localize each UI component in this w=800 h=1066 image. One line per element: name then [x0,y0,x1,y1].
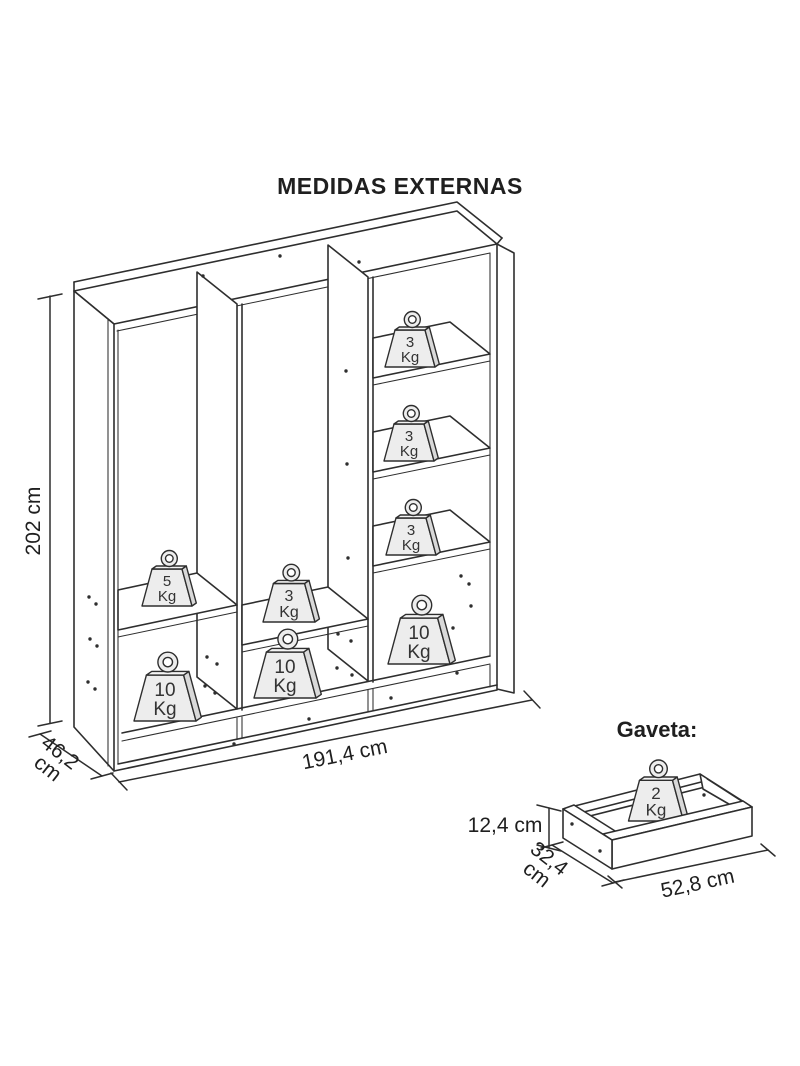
wardrobe-height-label: 202 cm [22,487,45,556]
svg-text:Kg: Kg [153,699,176,720]
drill-hole-dots [86,254,473,746]
drawer-drawing: Gaveta: 2 Kg 12,4 cm [468,717,776,903]
wardrobe-right-panel [496,243,515,694]
wardrobe-top-rail [73,201,503,292]
svg-text:Kg: Kg [646,801,667,820]
weight-5kg-icon: 5 Kg [142,551,196,607]
svg-text:Kg: Kg [402,537,420,554]
drawer-heading: Gaveta: [617,717,698,742]
weight-10kg-icon: 10 Kg [388,595,455,664]
weight-3kg-icon: 3 Kg [384,406,438,462]
wardrobe-partition-left [196,271,243,711]
drawer-left-outer-face [562,808,613,870]
weight-10kg-icon: 10 Kg [134,652,201,721]
svg-text:Kg: Kg [158,588,176,605]
svg-text:Kg: Kg [273,676,296,697]
svg-text:10: 10 [408,623,429,644]
svg-text:2: 2 [651,784,660,803]
page-title: MEDIDAS EXTERNAS [277,173,523,199]
svg-text:5: 5 [163,573,171,590]
svg-text:3: 3 [406,334,414,351]
wardrobe-height-dimension: 202 cm [22,293,63,727]
svg-text:10: 10 [274,657,295,678]
weight-10kg-icon: 10 Kg [254,629,321,698]
weight-2kg-icon: 2 Kg [629,760,689,821]
weight-3kg-icon: 3 Kg [386,500,440,556]
drawer-height-dimension: 12,4 cm [468,804,562,852]
wardrobe-width-label: 191,4 cm [300,735,389,774]
svg-text:3: 3 [407,522,415,539]
svg-text:Kg: Kg [401,349,419,366]
svg-text:3: 3 [285,588,294,605]
weight-3kg-icon: 3 Kg [263,564,319,622]
wardrobe-top-panel [73,210,498,325]
wardrobe-drawing: 3 Kg 3 Kg 3 Kg 10 Kg [22,201,541,791]
svg-text:10: 10 [154,680,175,701]
drawer-height-label: 12,4 cm [468,814,543,837]
svg-text:Kg: Kg [400,443,418,460]
svg-text:Kg: Kg [279,604,299,621]
svg-text:3: 3 [405,428,413,445]
svg-text:Kg: Kg [407,642,430,663]
weight-3kg-icon: 3 Kg [385,312,439,368]
